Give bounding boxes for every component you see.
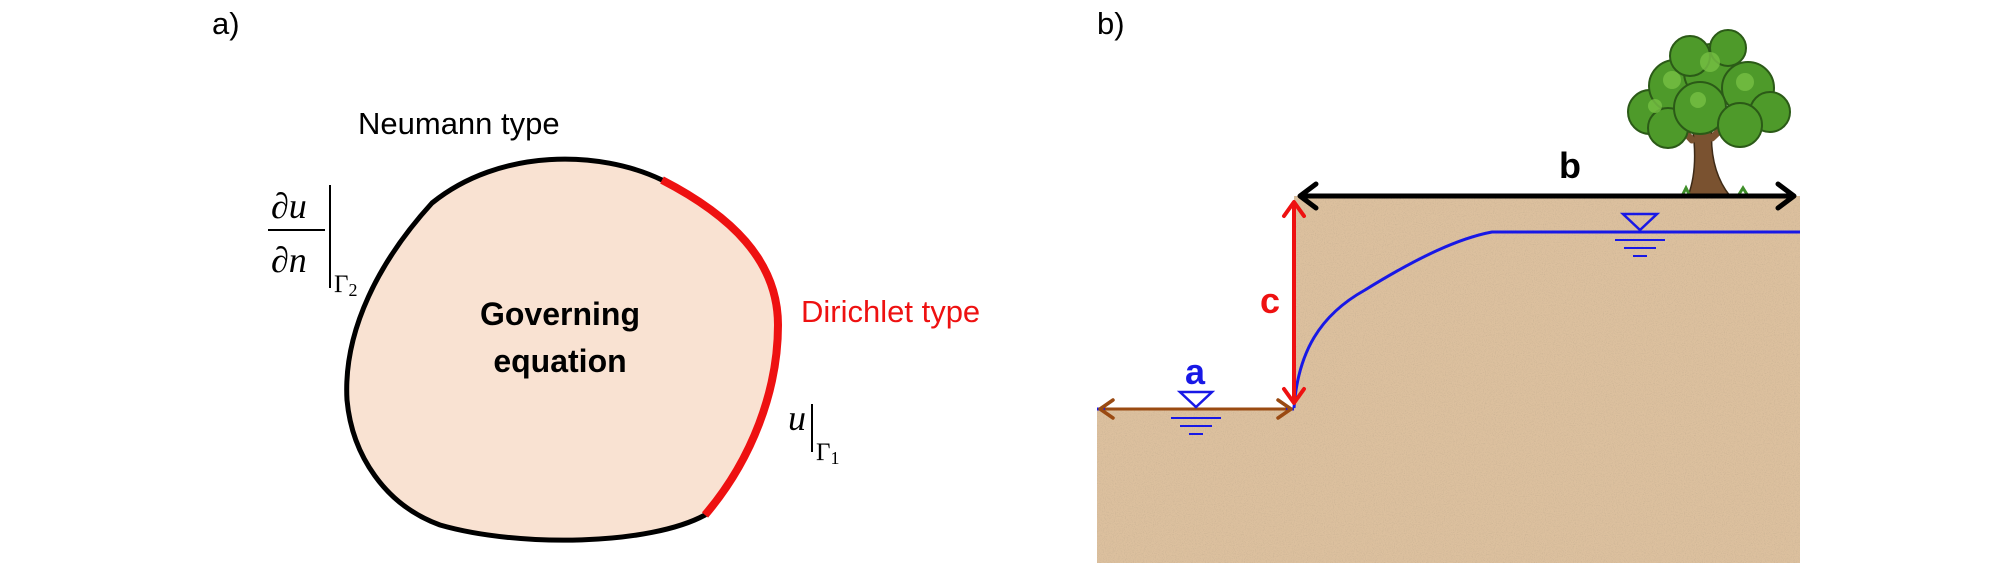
soil-body xyxy=(1097,196,1800,563)
dirichlet-expression: u Γ1 xyxy=(788,398,839,468)
governing-equation-line1: Governing xyxy=(480,296,640,332)
panel-b-label: b) xyxy=(1097,6,1125,41)
height-arrow-c xyxy=(1282,200,1306,405)
tree-canopy xyxy=(1627,29,1791,149)
water-level-symbol-ground xyxy=(1615,212,1665,257)
neumann-numerator: ∂u xyxy=(271,186,307,226)
tree xyxy=(1627,29,1791,197)
dirichlet-variable: u xyxy=(788,398,806,438)
svg-text:Γ2: Γ2 xyxy=(334,271,357,300)
label-b: b xyxy=(1559,145,1581,186)
width-arrow-b xyxy=(1297,181,1797,211)
panel-a-label: a) xyxy=(212,6,240,41)
dirichlet-type-label: Dirichlet type xyxy=(801,294,980,329)
svg-text:Γ1: Γ1 xyxy=(816,439,839,468)
panel-a: a) Neumann type Dirichlet type Governing… xyxy=(212,6,980,543)
panel-b: b) a xyxy=(1097,6,1800,563)
neumann-denominator: ∂n xyxy=(271,240,307,280)
label-c: c xyxy=(1260,280,1280,321)
dirichlet-subscript-symbol: Γ xyxy=(816,439,830,466)
governing-equation-line2: equation xyxy=(493,343,626,379)
water-level-symbol-channel xyxy=(1171,390,1221,435)
neumann-subscript-symbol: Γ xyxy=(334,271,348,298)
neumann-expression: ∂u ∂n Γ2 xyxy=(268,185,357,300)
neumann-type-label: Neumann type xyxy=(358,106,560,141)
neumann-subscript-index: 2 xyxy=(348,280,357,300)
water-table-curve xyxy=(1292,230,1800,409)
dirichlet-subscript-index: 1 xyxy=(830,448,839,468)
label-a: a xyxy=(1185,351,1206,392)
width-arrow-a xyxy=(1098,398,1293,420)
dirichlet-boundary xyxy=(660,176,783,518)
